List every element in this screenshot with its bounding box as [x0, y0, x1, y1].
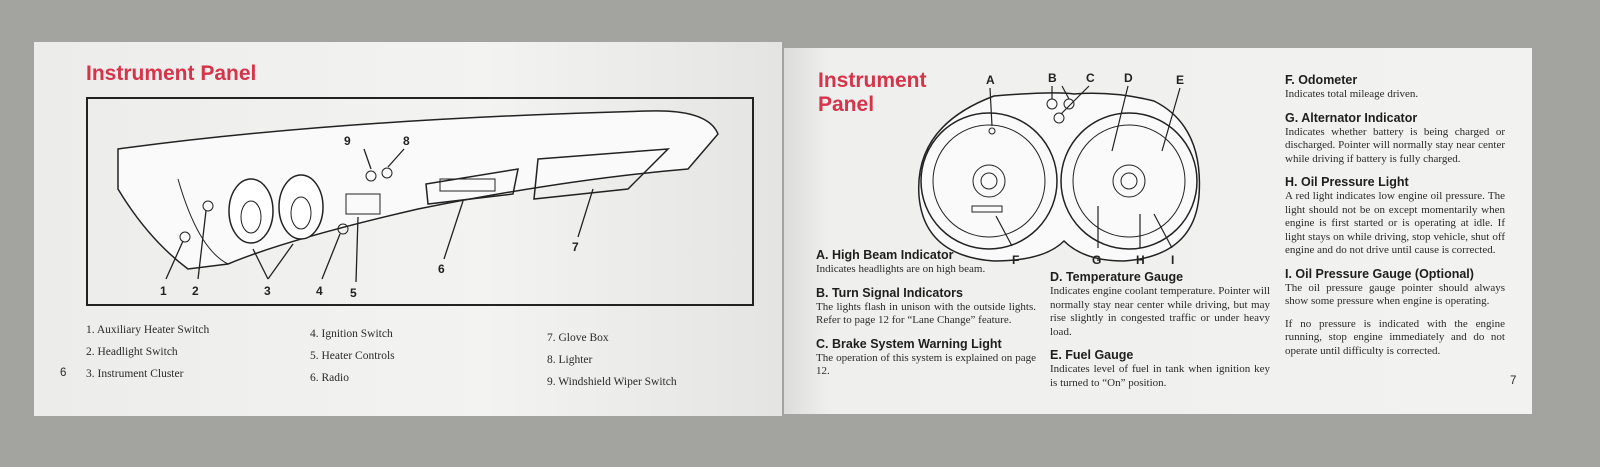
legend-item: 2. Headlight Switch: [86, 346, 178, 358]
section-body: The operation of this system is explaine…: [816, 351, 1036, 378]
page-number: 7: [1510, 375, 1517, 387]
callout-2: 2: [192, 284, 199, 298]
section-heading: I. Oil Pressure Gauge (Optional): [1285, 266, 1474, 281]
callout-f: F: [1012, 253, 1019, 267]
column-1: A. High Beam Indicator Indicates headlig…: [816, 248, 1036, 388]
legend-item: 7. Glove Box: [547, 332, 609, 344]
dashboard-illustration: 1 2 3 4 5 6 7 8 9: [117, 110, 719, 300]
section-body: Indicates total mileage driven.: [1285, 88, 1419, 100]
legend-column-3: 7. Glove Box 8. Lighter 9. Windshield Wi…: [547, 327, 677, 393]
callout-e: E: [1176, 73, 1184, 87]
legend-column-2: 4. Ignition Switch 5. Heater Controls 6.…: [310, 323, 395, 389]
title-line-2: Panel: [818, 93, 875, 116]
callout-8: 8: [403, 134, 410, 148]
section-body: The oil pressure gauge pointer should al…: [1285, 281, 1505, 308]
callout-9: 9: [344, 134, 351, 148]
legend-item: 4. Ignition Switch: [310, 328, 393, 340]
legend-column-1: 1. Auxiliary Heater Switch 2. Headlight …: [86, 319, 209, 385]
callout-c: C: [1086, 71, 1095, 85]
legend-item: 6. Radio: [310, 372, 349, 384]
section-heading: D. Temperature Gauge: [1050, 270, 1184, 284]
section-heading: E. Fuel Gauge: [1050, 348, 1134, 362]
section-body: Indicates level of fuel in tank when ign…: [1050, 363, 1270, 389]
section-heading: B. Turn Signal Indicators: [816, 285, 964, 300]
column-3: F. Odometer Indicates total mileage driv…: [1285, 73, 1505, 367]
title-line-1: Instrument: [818, 69, 927, 92]
legend-item: 3. Instrument Cluster: [86, 368, 184, 380]
legend-item: 9. Windshield Wiper Switch: [547, 376, 677, 388]
legend-item: 8. Lighter: [547, 354, 593, 366]
page-number: 6: [60, 367, 67, 379]
legend-item: 1. Auxiliary Heater Switch: [86, 324, 210, 336]
page-title: Instrument Panel: [818, 69, 927, 117]
section-heading: G. Alternator Indicator: [1285, 110, 1418, 125]
callout-a: A: [986, 73, 995, 87]
right-page: Instrument Panel A B C D E F G H I: [784, 48, 1532, 414]
legend-item: 5. Heater Controls: [310, 350, 395, 362]
callout-b: B: [1048, 71, 1057, 85]
section-heading: F. Odometer: [1285, 73, 1358, 87]
callout-3: 3: [264, 284, 271, 298]
section-body: A red light indicates low engine oil pre…: [1285, 190, 1505, 256]
section-body: Indicates whether battery is being charg…: [1285, 125, 1505, 165]
instrument-panel-diagram: 1 2 3 4 5 6 7 8 9: [86, 97, 754, 306]
callout-1: 1: [160, 284, 167, 298]
note: If no pressure is indicated with the eng…: [1285, 317, 1505, 357]
callout-h: H: [1136, 253, 1145, 267]
gauge-cluster-diagram: A B C D E F G H I: [917, 71, 1201, 267]
column-2: D. Temperature Gauge Indicates engine co…: [1050, 270, 1270, 399]
callout-i: I: [1171, 253, 1174, 267]
callout-g: G: [1092, 253, 1101, 267]
callout-7: 7: [572, 240, 579, 254]
section-body: Indicates engine coolant temperature. Po…: [1050, 285, 1270, 338]
section-heading: C. Brake System Warning Light: [816, 336, 1002, 351]
section-heading: H. Oil Pressure Light: [1285, 175, 1409, 189]
callout-d: D: [1124, 71, 1133, 85]
callout-4: 4: [316, 284, 323, 298]
page-title: Instrument Panel: [86, 62, 257, 85]
left-page: Instrument Panel 1: [34, 42, 782, 416]
section-body: Indicates headlights are on high beam.: [816, 263, 986, 275]
callout-5: 5: [350, 286, 357, 300]
callout-6: 6: [438, 262, 445, 276]
section-heading: A. High Beam Indicator: [816, 248, 954, 262]
section-body: The lights flash in unison with the outs…: [816, 300, 1036, 327]
